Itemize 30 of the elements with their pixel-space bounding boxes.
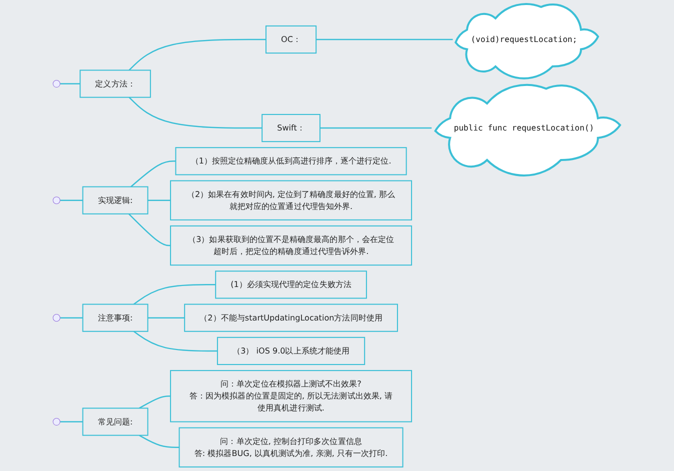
connector — [60, 421, 84, 422]
node-box: 问：单次定位在模拟器上测试不出效果? 答：因为模拟器的位置是固定的, 所以无法测试出效果, 请使用真机进行测试. — [170, 370, 412, 422]
node-box: OC： — [266, 25, 318, 54]
connector — [128, 213, 171, 246]
connector — [316, 38, 454, 40]
node-box: （1）按照定位精确度从低到高进行排序，逐个进行定位. — [176, 147, 408, 176]
node-box: 问：单次定位, 控制台打印多次位置信息 答: 模拟器BUG, 以真机测试为准, 亲测, 只有一次打印. — [179, 427, 404, 468]
connector — [130, 160, 176, 188]
node-box: （2）不能与startUpdatingLocation方法同时使用 — [184, 304, 398, 332]
connector — [134, 330, 218, 352]
node-box: 实现逻辑: — [82, 186, 149, 214]
connector — [134, 284, 216, 305]
connector — [129, 96, 263, 129]
node-box: 常见问题: — [82, 408, 149, 436]
node-box: （3）如果获取到的位置不是精确度最高的那个，会在定位超时后，把定位的精确度通过代理告诉外界. — [170, 225, 412, 266]
connector — [148, 200, 171, 201]
connector — [60, 317, 84, 318]
node-box: （2）如果在有效时间内, 定位到了精确度最好的位置, 那么就把对应的位置通过代理告知外界. — [170, 180, 412, 220]
connector — [60, 200, 84, 201]
node-box: (1）必须实现代理的定位失败方法 — [216, 270, 368, 299]
node-box: Swift： — [262, 114, 321, 142]
connector — [320, 127, 432, 129]
connector — [60, 83, 81, 84]
connector — [139, 396, 171, 409]
connector — [148, 317, 186, 318]
node-box: （3） iOS 9.0以上系统才能使用 — [217, 336, 366, 366]
node-box: 注意事项: — [82, 304, 149, 332]
connector — [139, 434, 180, 448]
node-box: 定义方法： — [80, 70, 152, 98]
connector — [129, 38, 266, 71]
